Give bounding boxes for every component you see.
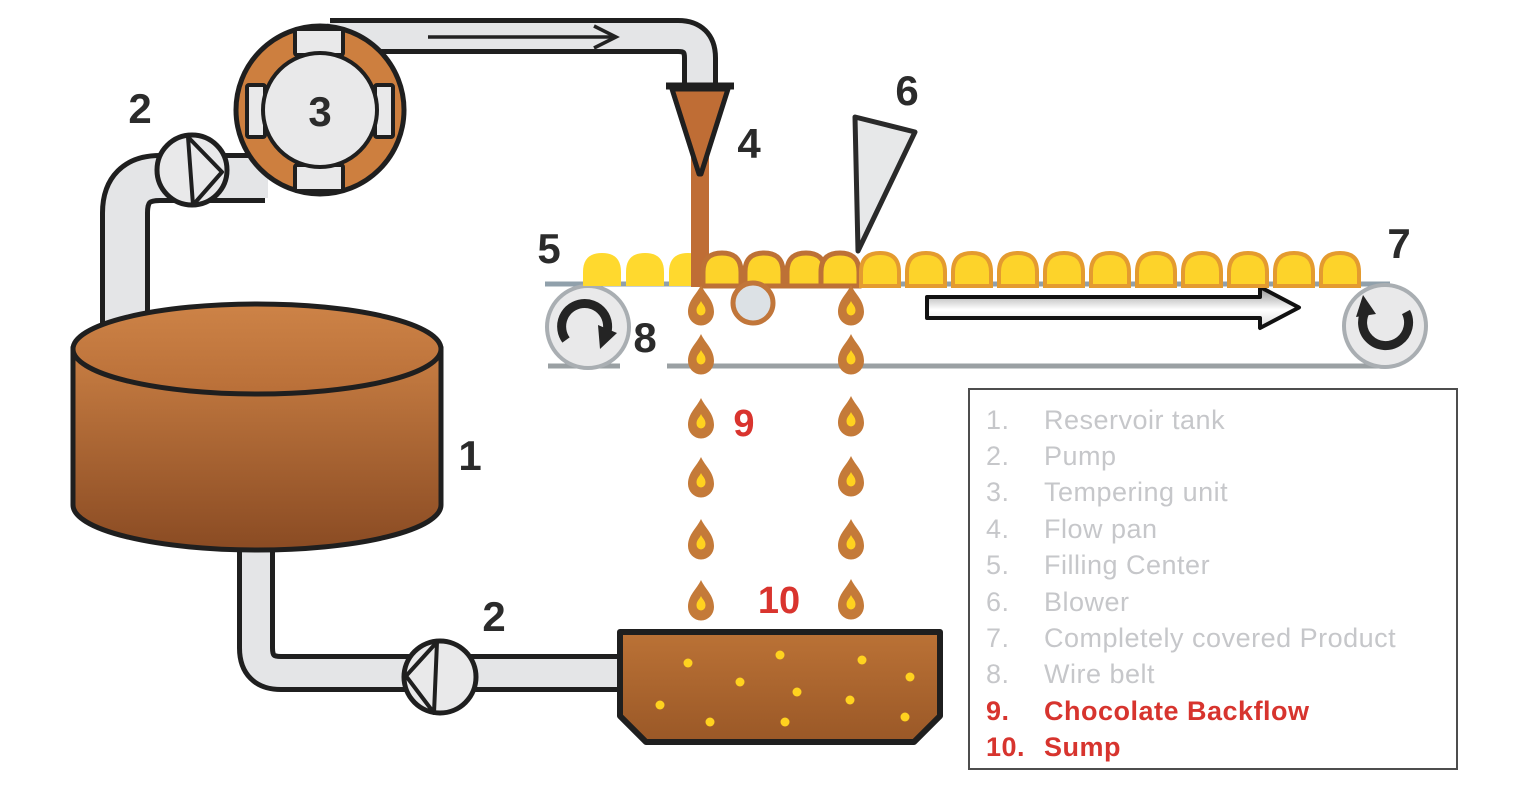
legend-label: Sump: [1044, 732, 1122, 763]
legend-num: 4.: [986, 513, 1010, 544]
product-item: [1135, 251, 1177, 288]
drip-icon: [688, 285, 714, 326]
blower: [852, 114, 918, 254]
legend-num: 5.: [986, 550, 1010, 581]
belt-roller-left: [545, 284, 631, 370]
flow-pan: [666, 82, 734, 287]
drip-icon: [688, 519, 714, 560]
covered-products-thick: [703, 253, 859, 286]
legend-num: 3.: [986, 477, 1010, 508]
legend-label: Completely covered Product: [1044, 623, 1397, 654]
callout-sump: 10: [758, 580, 800, 622]
callout-pump-bottom: 2: [482, 593, 505, 640]
callout-flow-pan: 4: [737, 120, 761, 167]
legend-label: Wire belt: [1044, 659, 1156, 690]
legend-row-covered-product: 7. Completely covered Product: [986, 620, 1456, 656]
legend-label: Blower: [1044, 586, 1130, 617]
drip-icon: [688, 580, 714, 621]
product-item: [1043, 251, 1085, 288]
legend-num: 2.: [986, 441, 1010, 472]
callout-chocolate-backflow: 9: [733, 403, 754, 445]
legend-label: Tempering unit: [1044, 477, 1229, 508]
product-item: [1273, 251, 1315, 288]
chocolate-backflow-drips: [688, 285, 864, 621]
drip-icon: [838, 456, 864, 497]
pipe-tempering-to-flowpan: [327, 18, 718, 92]
product-item: [1181, 251, 1223, 288]
legend-num: 1.: [986, 404, 1010, 435]
tempering-unit: [233, 23, 407, 197]
callout-filling-center: 5: [537, 225, 560, 272]
legend-label: Flow pan: [1044, 513, 1158, 544]
product-item: [1089, 251, 1131, 288]
legend-row-blower: 6. Blower: [986, 584, 1456, 620]
product-item: [859, 251, 901, 288]
filling-centers: [583, 253, 707, 286]
sump-speckles: [655, 650, 915, 727]
legend-box: 1. Reservoir tank 2. Pump 3. Tempering u…: [968, 388, 1458, 770]
drip-icon: [838, 285, 864, 326]
sump: [617, 629, 943, 745]
drip-icon: [838, 519, 864, 560]
belt-roller-right: [1342, 283, 1428, 369]
legend-num: 8.: [986, 659, 1010, 690]
product-item: [821, 253, 859, 286]
legend-num: 9.: [986, 695, 1010, 726]
product-item: [626, 253, 664, 286]
chocolate-stream: [691, 150, 709, 287]
pipe-tank-to-sump: [237, 532, 626, 692]
belt-direction-arrow-icon: [925, 285, 1301, 330]
drip-icon: [688, 398, 714, 439]
legend-row-pump: 2. Pump: [986, 438, 1456, 474]
drip-icon: [688, 457, 714, 498]
reservoir-tank: [70, 301, 444, 553]
product-item: [905, 251, 947, 288]
legend-row-flow-pan: 4. Flow pan: [986, 511, 1456, 547]
callout-covered-product: 7: [1387, 220, 1410, 267]
legend-label: Pump: [1044, 441, 1117, 472]
product-item: [1319, 251, 1361, 288]
product-item: [997, 251, 1039, 288]
covered-products-final: [859, 251, 1361, 288]
legend-num: 6.: [986, 586, 1010, 617]
callout-pump-top: 2: [128, 85, 151, 132]
callout-blower: 6: [895, 67, 918, 114]
legend-row-filling-center: 5. Filling Center: [986, 548, 1456, 584]
rotation-arrowhead-icon: [1356, 295, 1376, 317]
drip-icon: [688, 334, 714, 375]
pipe-flow-arrow-icon: [428, 24, 620, 50]
product-item: [951, 251, 993, 288]
legend-label: Filling Center: [1044, 550, 1211, 581]
callout-wire-belt: 8: [633, 314, 656, 361]
legend-row-wire-belt: 8. Wire belt: [986, 657, 1456, 693]
legend-row-chocolate-backflow: 9. Chocolate Backflow: [986, 693, 1456, 729]
product-item: [703, 253, 741, 286]
legend-label: Chocolate Backflow: [1044, 695, 1310, 726]
drip-icon: [838, 334, 864, 375]
legend-num: 10.: [986, 732, 1026, 763]
pump-triangle-icon: [186, 135, 224, 207]
drip-icon: [838, 579, 864, 620]
coated-ball: [730, 280, 776, 326]
product-item: [1227, 251, 1269, 288]
legend-row-reservoir-tank: 1. Reservoir tank: [986, 402, 1456, 438]
legend-label: Reservoir tank: [1044, 404, 1226, 435]
rotation-arrow-icon: [557, 299, 613, 343]
legend-row-sump: 10. Sump: [986, 730, 1456, 766]
pump-triangle-icon: [404, 640, 439, 715]
pump-top: [154, 132, 230, 208]
callout-reservoir-tank: 1: [458, 432, 481, 479]
rotation-arrow-icon: [1358, 306, 1414, 351]
rotation-arrowhead-icon: [598, 325, 617, 349]
callout-tempering-unit: 3: [308, 88, 331, 135]
legend-num: 7.: [986, 623, 1010, 654]
legend-row-tempering-unit: 3. Tempering unit: [986, 475, 1456, 511]
drip-icon: [838, 396, 864, 437]
pump-bottom: [401, 638, 479, 716]
product-item: [583, 253, 621, 286]
